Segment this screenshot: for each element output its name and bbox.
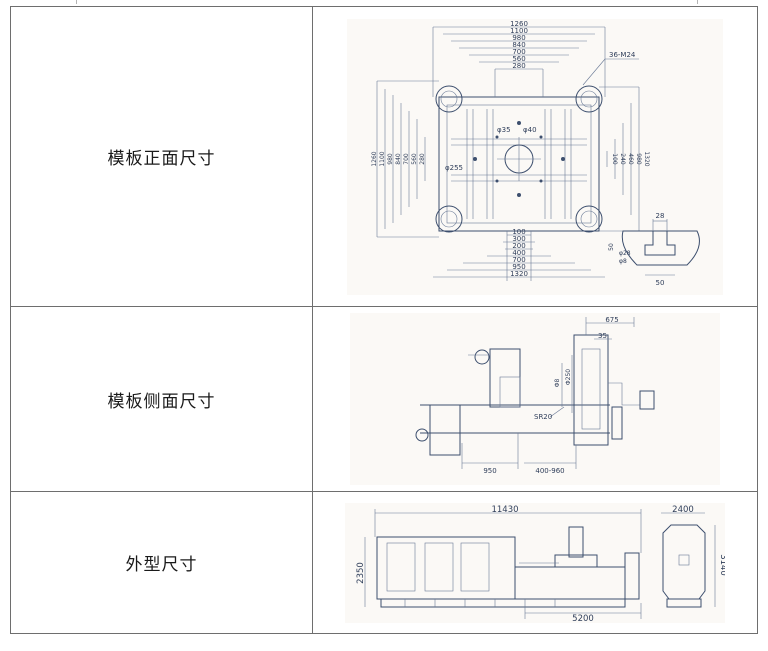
top-rule — [76, 0, 698, 4]
slot-dim-phi8: φ8 — [619, 258, 627, 265]
slot-dim-50: 50 — [608, 243, 615, 251]
dim-280: 280 — [512, 62, 525, 70]
spec-table: 模板正面尺寸 — [10, 6, 758, 634]
dim-height: 2350 — [356, 562, 366, 584]
row-label-front: 模板正面尺寸 — [10, 6, 313, 307]
side-drawing-cell: 675 35 Φ8 Φ250 SR20 950 400-960 — [312, 306, 758, 492]
slot-dim-50b: 50 — [656, 279, 665, 287]
dim-1100: 1100 — [510, 27, 528, 35]
bdim-950: 950 — [512, 263, 525, 271]
outline-drawing-cell: 11430 5200 — [312, 491, 758, 634]
vdim-840: 840 — [395, 153, 402, 165]
slot-dim-28: 28 — [656, 212, 665, 220]
bdim-700: 700 — [512, 256, 525, 264]
rdim-100: 100 — [611, 153, 618, 165]
dim-560: 560 — [512, 55, 525, 63]
dim-sr20: SR20 — [534, 413, 552, 421]
vdim-1260: 1260 — [371, 151, 378, 166]
tap-callout: 36-M24 — [609, 51, 636, 59]
bdim-100: 100 — [512, 228, 525, 236]
dim-length: 11430 — [491, 505, 518, 515]
hole-callout-3: φ255 — [445, 164, 463, 172]
table-row: 外型尺寸 11430 — [10, 491, 758, 634]
bdim-200: 200 — [512, 242, 525, 250]
hole-callout-1: φ35 — [497, 126, 511, 134]
rdim-980: 980 — [635, 153, 642, 165]
machine-outline-drawing: 11430 5200 — [345, 502, 725, 623]
dim-400-960: 400-960 — [535, 467, 564, 475]
table-row: 模板正面尺寸 — [10, 6, 758, 307]
vdim-280: 280 — [419, 153, 426, 165]
dim-phi250: Φ250 — [565, 369, 572, 385]
bdim-1320: 1320 — [510, 270, 528, 278]
dim-height2: 3140 — [718, 554, 725, 576]
front-drawing-cell: 1260 1100 980 840 700 560 280 36-M24 — [312, 6, 758, 307]
dim-width: 2400 — [672, 505, 694, 515]
vdim-980: 980 — [387, 153, 394, 165]
dim-phi8: Φ8 — [554, 379, 561, 388]
dim-1260: 1260 — [510, 20, 528, 28]
platen-front-view-drawing: 1260 1100 980 840 700 560 280 36-M24 — [347, 18, 723, 295]
rdim-240: 240 — [619, 153, 626, 165]
vdim-560: 560 — [411, 153, 418, 165]
dim-950: 950 — [483, 467, 496, 475]
dim-35: 35 — [598, 332, 607, 340]
row-label-side: 模板侧面尺寸 — [10, 306, 313, 492]
dim-675: 675 — [605, 316, 618, 324]
dim-700: 700 — [512, 48, 525, 56]
slot-dim-phi28: φ28 — [619, 250, 631, 257]
dim-840: 840 — [512, 41, 525, 49]
rdim-460: 460 — [627, 153, 634, 165]
dim-980: 980 — [512, 34, 525, 42]
vdim-1100: 1100 — [379, 151, 386, 166]
bdim-300: 300 — [512, 235, 525, 243]
row-label-outline: 外型尺寸 — [10, 491, 313, 634]
bdim-400: 400 — [512, 249, 525, 257]
dim-base: 5200 — [572, 614, 594, 623]
table-row: 模板侧面尺寸 67 — [10, 306, 758, 492]
rdim-1320: 1320 — [643, 151, 650, 166]
vdim-700: 700 — [403, 153, 410, 165]
platen-side-view-drawing: 675 35 Φ8 Φ250 SR20 950 400-960 — [350, 313, 720, 485]
hole-callout-2: φ40 — [523, 126, 537, 134]
